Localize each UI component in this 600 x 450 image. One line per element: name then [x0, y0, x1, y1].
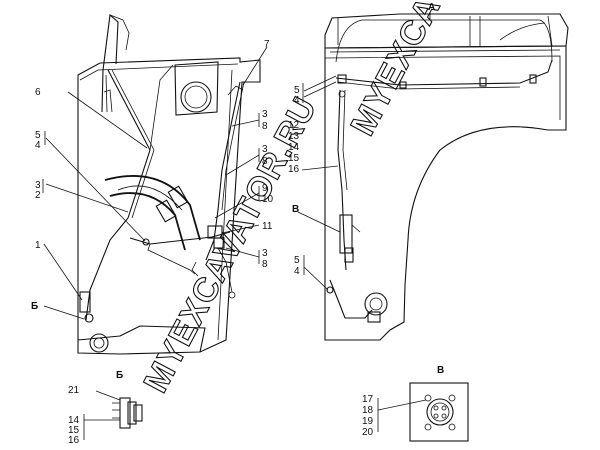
callout-3b: 3	[262, 109, 268, 120]
callout-5: 5	[35, 130, 41, 141]
callout-17: 17	[362, 394, 374, 405]
callout-9: 9	[262, 183, 268, 194]
callout-8c: 8	[262, 259, 268, 270]
callout-8: 8	[262, 121, 268, 132]
right-fender-assembly	[297, 12, 569, 341]
callout-3: 3	[35, 180, 41, 191]
view-label-b: Б	[31, 301, 38, 312]
callout-7: 7	[264, 39, 270, 50]
callout-13: 13	[288, 131, 300, 142]
callout-2: 2	[35, 190, 41, 201]
callout-16c: 16	[68, 435, 80, 446]
detail-v-plug	[377, 382, 469, 442]
left-panel-assembly	[42, 13, 268, 355]
callout-15c: 15	[68, 425, 80, 436]
callout-21: 21	[68, 385, 80, 396]
callout-19: 19	[362, 416, 374, 427]
watermark-text-right: MYEXCAVATOR.RU	[344, 0, 532, 142]
callout-10: 10	[262, 194, 274, 205]
callout-16: 16	[288, 164, 300, 175]
view-label-a: А	[428, 2, 435, 13]
detail-b-connector	[83, 390, 143, 440]
callout-4c: 4	[294, 266, 300, 277]
callout-11: 11	[262, 221, 273, 232]
callout-4b: 4	[294, 95, 300, 106]
callout-5c: 5	[294, 255, 300, 266]
callout-12: 12	[288, 120, 300, 131]
callout-8b: 8	[262, 156, 268, 167]
view-label-v-detail: В	[437, 365, 444, 376]
callout-15: 15	[288, 153, 300, 164]
callout-20: 20	[362, 427, 374, 438]
callout-14c: 14	[68, 415, 80, 426]
callout-1: 1	[35, 240, 41, 251]
view-label-b-detail: Б	[116, 370, 123, 381]
callout-3d: 3	[262, 248, 268, 259]
callout-14: 14	[288, 142, 300, 153]
callout-3c: 3	[262, 144, 268, 155]
callout-4: 4	[35, 140, 41, 151]
callout-5b: 5	[294, 85, 300, 96]
view-label-v-callout: В	[292, 204, 299, 215]
callout-18: 18	[362, 405, 374, 416]
callout-6: 6	[35, 87, 41, 98]
